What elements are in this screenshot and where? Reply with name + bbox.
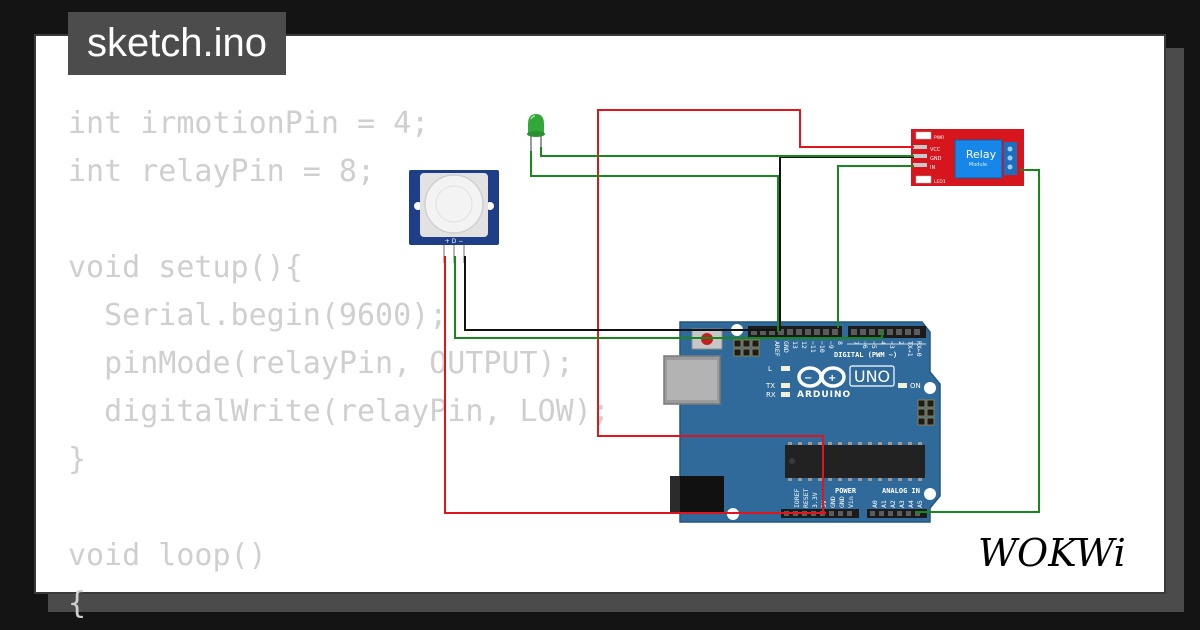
pir-dome: [424, 174, 484, 234]
led-rx-label: RX: [766, 391, 776, 399]
code-editor: int irmotionPin = 4; int relayPin = 8; voi…: [68, 100, 610, 628]
wire-red-pir-vcc[interactable]: [444, 256, 826, 514]
green-led[interactable]: [527, 114, 545, 151]
wire-green-led-anode[interactable]: [540, 147, 914, 157]
power-pin-label: GND: [829, 496, 837, 508]
file-tab[interactable]: sketch.ino: [68, 12, 286, 75]
code-line: }: [68, 442, 87, 477]
microcontroller-chip: [785, 445, 925, 478]
svg-text:+: +: [828, 373, 836, 384]
wokwi-logo-text: WOKWi: [978, 531, 1126, 575]
code-line: pinMode(relayPin, OUTPUT);: [68, 346, 574, 381]
pin-label: ~3: [888, 341, 896, 349]
pin-label: 7: [852, 341, 860, 345]
relay-gnd-label: GND: [930, 156, 942, 162]
digital-header-label: DIGITAL (PWM ~): [834, 351, 897, 359]
pin-label: ~6: [861, 341, 869, 349]
aref-label: AREF: [773, 341, 781, 357]
code-line: digitalWrite(relayPin, LOW);: [68, 394, 610, 429]
analog-header-label: ANALOG IN: [882, 487, 920, 495]
power-pin-label: GND: [838, 496, 846, 508]
wokwi-logo: WOKWi: [978, 531, 1126, 575]
wire-green-led-cathode[interactable]: [530, 151, 779, 332]
relay-vcc-label: VCC: [930, 147, 941, 153]
power-pin-label: 3.3V: [811, 492, 819, 508]
relay-led-label: LED1: [934, 179, 946, 185]
gnd-label: GND: [782, 341, 790, 353]
power-pin-label: Vin: [847, 496, 855, 508]
relay-pwr-label: PWR: [934, 135, 944, 141]
wire-green-relay-output[interactable]: [915, 169, 1040, 513]
pin-label: ~9: [827, 341, 835, 349]
code-line: {: [68, 586, 87, 621]
led-on: [898, 383, 907, 388]
pin-label: TX→1: [906, 341, 914, 357]
arduino-uno-board[interactable]: AREF GND 13 12 ~11 ~10 ~9 8 7 ~6 ~5 4 ~3…: [663, 321, 941, 523]
pin-label: 8: [836, 341, 844, 345]
led-tx: [781, 383, 790, 388]
svg-text:−: −: [804, 373, 812, 384]
analog-pin-label: A2: [889, 500, 897, 508]
arduino-model-label: UNO: [854, 367, 890, 386]
analog-pin-label: A0: [871, 500, 879, 508]
power-pin-label: IOREF: [793, 488, 801, 508]
code-line: int irmotionPin = 4;: [68, 106, 430, 141]
led-rx: [781, 392, 790, 397]
pin-label: ~11: [809, 341, 817, 353]
wire-red-relay-vcc[interactable]: [597, 109, 914, 514]
led-l: [781, 366, 790, 371]
pin-label: 13: [791, 341, 799, 349]
wire-green-relay-in[interactable]: [837, 165, 914, 328]
code-line: void setup(){: [68, 250, 303, 285]
power-header-label: POWER: [835, 487, 857, 495]
wire-black-pir-gnd[interactable]: [464, 256, 781, 331]
relay-in-label: IN: [930, 165, 935, 171]
analog-pin-label: A4: [907, 500, 915, 508]
code-line: void loop(): [68, 538, 267, 573]
wire-green-pir-data[interactable]: [454, 256, 883, 339]
analog-pin-label: A1: [880, 500, 888, 508]
arduino-infinity-icon: [797, 366, 846, 388]
power-pin-label: RESET: [802, 488, 810, 508]
pir-pin-labels: + D −: [445, 238, 464, 245]
wire-black-relay-gnd[interactable]: [779, 156, 914, 328]
preview-card: [34, 34, 1166, 594]
pin-label: 12: [800, 341, 808, 349]
arduino-brand-label: ARDUINO: [797, 390, 851, 400]
pir-motion-sensor[interactable]: + D −: [409, 170, 499, 263]
relay-subtitle: Module: [969, 162, 987, 168]
pin-label: 4: [879, 341, 887, 345]
code-line: int relayPin = 8;: [68, 154, 376, 189]
code-line: Serial.begin(9600);: [68, 298, 448, 333]
pin-label: ~10: [818, 341, 826, 353]
wires: [444, 109, 1040, 514]
led-tx-label: TX: [765, 382, 775, 390]
analog-pin-label: A3: [898, 500, 906, 508]
led-on-label: ON: [910, 382, 921, 390]
analog-pin-label: A5: [916, 500, 924, 508]
relay-title: Relay: [966, 148, 997, 161]
led-l-label: L: [768, 365, 772, 373]
relay-module[interactable]: PWR VCC GND IN LED1 Relay Module: [911, 129, 1024, 186]
pin-label: 2: [897, 341, 905, 345]
pin-label: RX←0: [915, 341, 923, 357]
pin-label: ~5: [870, 341, 878, 349]
